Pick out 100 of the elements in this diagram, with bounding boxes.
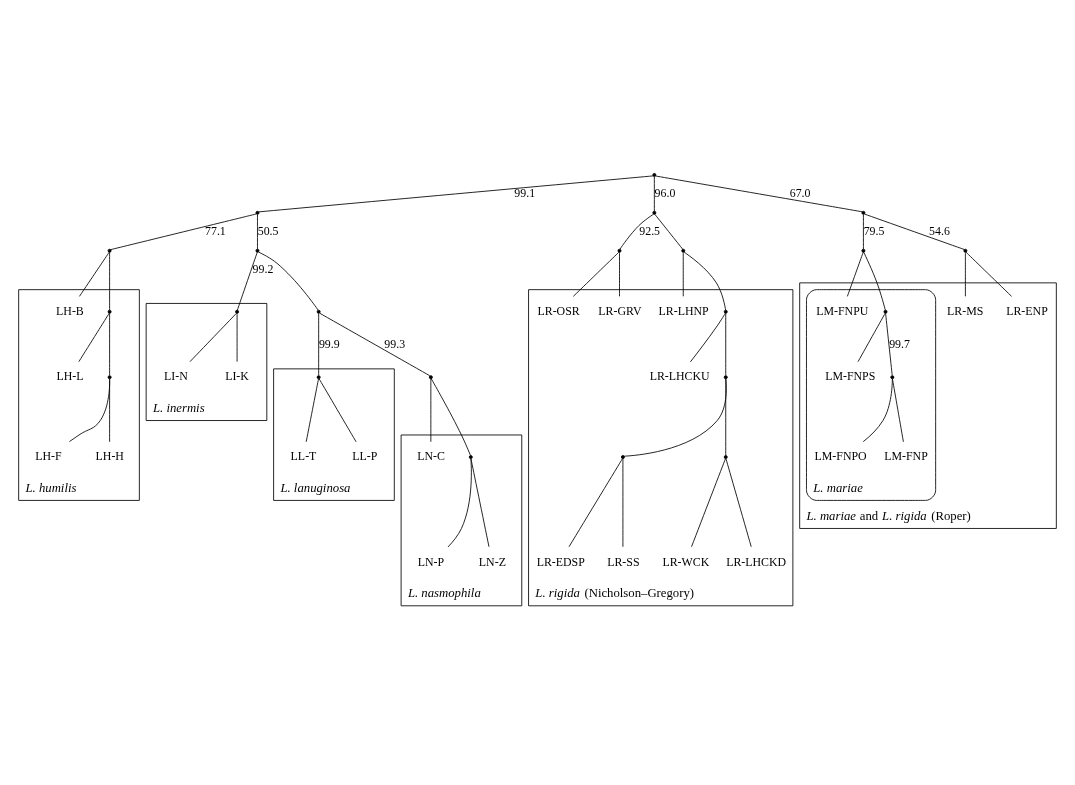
- node-point: [723, 309, 728, 314]
- connector: [258, 251, 319, 311]
- node-text: LI-K: [225, 368, 249, 383]
- node-point: [883, 309, 888, 314]
- node-point: [723, 454, 728, 459]
- edge-label: 96.0: [654, 185, 676, 200]
- node-text: LR-GRV: [598, 303, 642, 318]
- connector: [653, 175, 655, 212]
- node-point: [107, 309, 112, 314]
- node-text: LR-LHCKD: [726, 554, 787, 569]
- connector: [682, 251, 684, 297]
- connector: [619, 213, 654, 250]
- connector: [863, 251, 886, 311]
- node-text: LH-L: [56, 368, 84, 383]
- node-text: LN-Z: [478, 554, 506, 569]
- connector: [318, 378, 357, 442]
- connector: [318, 312, 320, 376]
- node-text: LM-FNPU: [816, 303, 869, 318]
- node-text: LH-H: [95, 448, 124, 463]
- connector: [189, 312, 237, 362]
- node-point: [723, 374, 728, 379]
- node-point: [620, 454, 625, 459]
- node-point: [468, 454, 473, 459]
- connector: [725, 378, 727, 456]
- connector: [109, 378, 111, 442]
- connector: [430, 377, 471, 456]
- connector: [109, 312, 111, 376]
- connector: [690, 312, 726, 362]
- edge-label: 50.5: [257, 223, 279, 238]
- connector: [654, 213, 684, 250]
- edge-label: 99.9: [318, 336, 340, 351]
- connector: [892, 378, 904, 442]
- connector: [447, 457, 472, 547]
- connector: [430, 378, 432, 442]
- node-text: LR-LHNP: [658, 303, 709, 318]
- connector: [964, 251, 966, 297]
- node-text: LR-ENP: [1006, 303, 1048, 318]
- node-text: LH-B: [56, 303, 84, 318]
- connector: [655, 175, 863, 212]
- connector: [725, 458, 752, 547]
- connector: [864, 213, 965, 250]
- edge-label: 54.6: [929, 223, 950, 238]
- connector: [305, 378, 319, 442]
- connector: [236, 312, 238, 362]
- node-point: [890, 374, 895, 379]
- edge-label: 79.5: [863, 223, 885, 238]
- node-point: [861, 248, 866, 253]
- connector: [691, 457, 726, 547]
- node-text: LL-P: [352, 448, 378, 463]
- node-text: LR-SS: [607, 554, 640, 569]
- connector: [258, 175, 654, 212]
- node-text: LR-EDSP: [536, 554, 585, 569]
- node-text: LR-LHCKU: [649, 368, 710, 383]
- connector: [109, 251, 111, 310]
- node-text: LI-N: [163, 368, 188, 383]
- node-text: LH-F: [35, 448, 62, 463]
- node-text: LL-T: [290, 448, 317, 463]
- connector: [568, 457, 623, 547]
- connector: [69, 378, 111, 442]
- node-point: [428, 374, 433, 379]
- node-point: [963, 248, 968, 253]
- node-point: [255, 210, 260, 215]
- node-text: LN-P: [417, 554, 445, 569]
- edge-label: 99.3: [384, 336, 406, 351]
- node-text: LM-FNPS: [825, 368, 876, 383]
- node-point: [617, 248, 622, 253]
- node-point: [255, 248, 260, 253]
- connector: [79, 251, 110, 297]
- edge-label: 99.2: [252, 261, 274, 276]
- connector: [622, 458, 624, 547]
- node-point: [235, 309, 240, 314]
- connector: [623, 377, 727, 457]
- node-point: [652, 172, 657, 177]
- edge-label: 92.5: [639, 223, 661, 238]
- node-point: [316, 309, 321, 314]
- node-text: LR-MS: [947, 303, 984, 318]
- node-point: [681, 248, 686, 253]
- node-point: [107, 374, 112, 379]
- connector: [683, 251, 727, 311]
- connector: [236, 251, 258, 310]
- edge-label: 99.1: [514, 185, 536, 200]
- connector: [257, 213, 258, 250]
- connector: [965, 251, 1013, 297]
- connector: [885, 312, 893, 376]
- node-text: LM-FNP: [884, 448, 928, 463]
- node-text: LM-FNPO: [814, 448, 867, 463]
- connector: [572, 251, 620, 297]
- connector: [857, 312, 886, 362]
- connector: [319, 312, 431, 376]
- edge-label: 99.7: [889, 336, 910, 351]
- node-text: LR-WCK: [662, 554, 710, 569]
- node-text: LR-OSR: [537, 303, 580, 318]
- node-point: [861, 210, 866, 215]
- edge-label: 67.0: [789, 185, 811, 200]
- connector: [470, 458, 490, 547]
- connector: [725, 312, 727, 376]
- node-point: [652, 210, 657, 215]
- connector: [619, 251, 620, 297]
- connector: [863, 213, 864, 250]
- node-point: [107, 248, 112, 253]
